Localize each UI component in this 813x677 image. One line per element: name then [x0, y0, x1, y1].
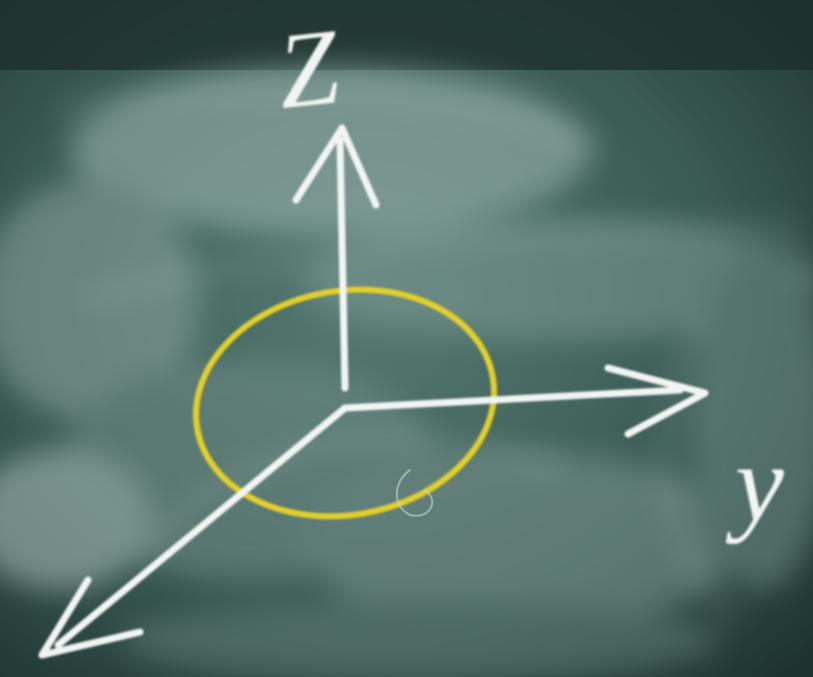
z-axis — [340, 140, 345, 388]
board-top-shadow — [0, 0, 813, 70]
